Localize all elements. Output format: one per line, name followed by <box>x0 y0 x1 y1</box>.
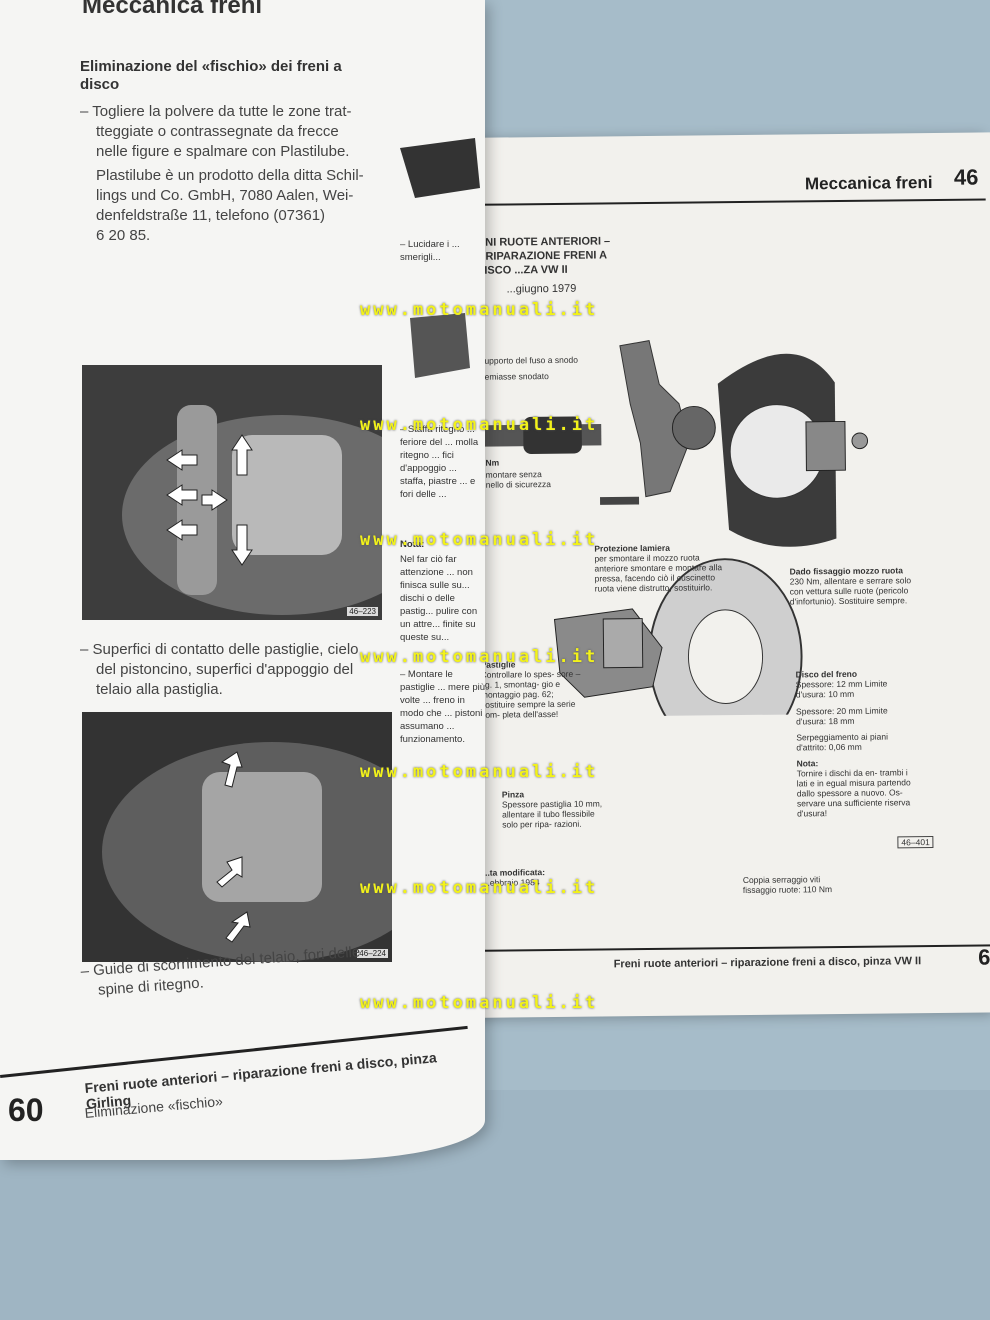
gutter-illustration-top <box>400 138 480 198</box>
arrow <box>166 449 198 471</box>
right-section-number: 46 <box>953 164 979 190</box>
brake-part-drawing <box>400 138 480 198</box>
gutter-item-1: – Lucidare i ... smerigli... <box>400 239 460 263</box>
arrow <box>166 484 198 506</box>
bullet-2-line: del pistoncino, superfici d'appoggio del <box>96 661 354 678</box>
bolt <box>600 496 640 505</box>
label-dado: Dado fissaggio mozzo ruota 230 Nm, allen… <box>790 565 920 606</box>
arrow <box>201 489 228 511</box>
modificata-title: ...ta modificata: <box>482 867 546 878</box>
label-protezione: Protezione lamiera per smontare il mozzo… <box>594 542 735 594</box>
label-semiasse: ...emiasse snodato <box>477 371 549 382</box>
figure-code: 46–401 <box>897 836 934 849</box>
label-pastiglie: Pastiglie Controllare lo spes- sore – fi… <box>480 659 581 720</box>
label-nm: ...Nm <box>478 457 500 468</box>
arrow <box>220 751 243 788</box>
wheel-bearing <box>671 405 716 450</box>
bullet-1-line: tteggiate o contrassegnate da frecce <box>96 123 339 140</box>
arrows <box>216 751 251 943</box>
gutter-item-2: – Staffa ritegno ... feriore del ... mol… <box>400 424 479 500</box>
header-rule <box>475 198 986 206</box>
steering-knuckle <box>619 340 690 498</box>
label-coppia: Coppia serraggio viti fissaggio ruote: 1… <box>742 874 833 896</box>
arrow <box>216 856 243 888</box>
dado-text: 230 Nm, allentare e serrare solo con vet… <box>789 575 912 607</box>
right-page-title: ...NI RUOTE ANTERIORI – ...RIPARAZIONE F… <box>476 235 611 277</box>
label-pinza: Pinza Spessore pastiglia 10 mm, allentar… <box>502 788 612 829</box>
label-spessore2: Spessore: 20 mm Limite d'usura: 18 mm <box>795 705 888 727</box>
bullet-1-line: nelle figure e spalmare con Plastilube. <box>96 143 350 160</box>
disc-center <box>687 609 764 704</box>
arrow <box>231 434 253 476</box>
watermark: www.motomanuali.it <box>360 415 599 435</box>
gutter-nota-text: Nel far ciò far attenzione ... non finis… <box>400 554 478 643</box>
gutter-column: – Lucidare i ... smerigli... – Staffa ri… <box>395 128 485 778</box>
watermark: www.motomanuali.it <box>360 300 599 320</box>
caliper-photo-1-art <box>82 365 382 620</box>
label-disco: Disco del freno Spessore: 12 mm Limite d… <box>795 668 916 700</box>
bullet-2-line: – Superfici di contatto delle pastiglie,… <box>80 641 359 658</box>
cv-boot <box>523 416 582 454</box>
gutter-item-3: – Montare le pastiglie ... mere più volt… <box>400 669 485 745</box>
protezione-text: per smontare il mozzo ruota anteriore sm… <box>594 552 723 594</box>
photo-1-label: 46–223 <box>347 607 378 616</box>
wheel-hub <box>805 420 846 472</box>
gutter-nota-title: Nota: <box>400 539 425 550</box>
watermark: www.motomanuali.it <box>360 647 599 667</box>
caliper-photo-2-art <box>82 712 392 962</box>
arrow <box>225 911 251 943</box>
right-section-title: Meccanica freni <box>804 173 933 194</box>
arrow <box>166 519 198 541</box>
watermark: www.motomanuali.it <box>360 762 599 782</box>
label-montare: ...montare senza ...nello di sicurezza <box>478 469 551 490</box>
disco-text: Spessore: 12 mm Limite d'usura: 10 mm <box>795 678 888 700</box>
hub-nut <box>851 432 869 450</box>
exploded-hub-illustration <box>484 340 869 718</box>
label-nota: Nota: Tornire i dischi da en- trambi i l… <box>797 757 918 818</box>
label-serpeggiamento: Serpeggiamento ai piani d'attrito: 0,06 … <box>796 731 889 753</box>
bullet-2: – Superfici di contatto delle pastiglie,… <box>80 640 359 700</box>
left-footer-number: 60 <box>8 1092 44 1128</box>
disco-title: Disco del freno <box>795 668 858 680</box>
pinza-text: Spessore pastiglia 10 mm, allentare il t… <box>501 798 603 830</box>
retaining-spring-drawing <box>410 313 470 378</box>
right-page-date: ...giugno 1979 <box>506 282 577 296</box>
footer-rule <box>483 944 990 952</box>
brake-pads <box>602 618 644 669</box>
bullet-1-line: – Togliere la polvere da tutte le zone t… <box>80 103 352 120</box>
bullet-2-line: telaio alla pastiglia. <box>96 681 223 698</box>
note-line: Plastilube è un prodotto della ditta Sch… <box>96 167 364 184</box>
right-page: Meccanica freni 46 ...NI RUOTE ANTERIORI… <box>455 132 990 1018</box>
left-section-title: Meccanica freni <box>82 0 263 19</box>
gutter-illustration-mid <box>410 313 470 378</box>
right-footer-title: Freni ruote anteriori – riparazione fren… <box>613 955 922 971</box>
caliper-body <box>232 435 342 555</box>
watermark: www.motomanuali.it <box>360 530 599 550</box>
plastilube-note: Plastilube è un prodotto della ditta Sch… <box>96 166 364 246</box>
watermark: www.motomanuali.it <box>360 993 599 1013</box>
watermark: www.motomanuali.it <box>360 878 599 898</box>
left-page: Meccanica freni Eliminazione del «fischi… <box>0 0 485 1160</box>
caliper-photo-1: 46–223 <box>82 365 382 620</box>
note-line: lings und Co. GmbH, 7080 Aalen, Wei- <box>96 187 354 204</box>
left-subtitle: Eliminazione del «fischio» dei freni a d… <box>80 58 342 93</box>
arrows <box>166 434 253 566</box>
caliper-photo-2: 46–224 <box>82 712 392 962</box>
photo-2-label: 46–224 <box>357 949 388 958</box>
arrow <box>231 524 253 566</box>
label-supporto: ...upporto del fuso a snodo <box>477 354 579 366</box>
pastiglie-text: Controllare lo spes- sore – fig. 1, smon… <box>480 668 581 720</box>
nota-text: Tornire i dischi da en- trambi i lati e … <box>796 767 911 819</box>
bullet-1: – Togliere la polvere da tutte le zone t… <box>80 102 352 162</box>
note-line: denfeldstraße 11, telefono (07361) <box>96 207 326 224</box>
note-line: 6 20 85. <box>96 227 151 244</box>
right-footer-number: 61 <box>977 944 990 970</box>
